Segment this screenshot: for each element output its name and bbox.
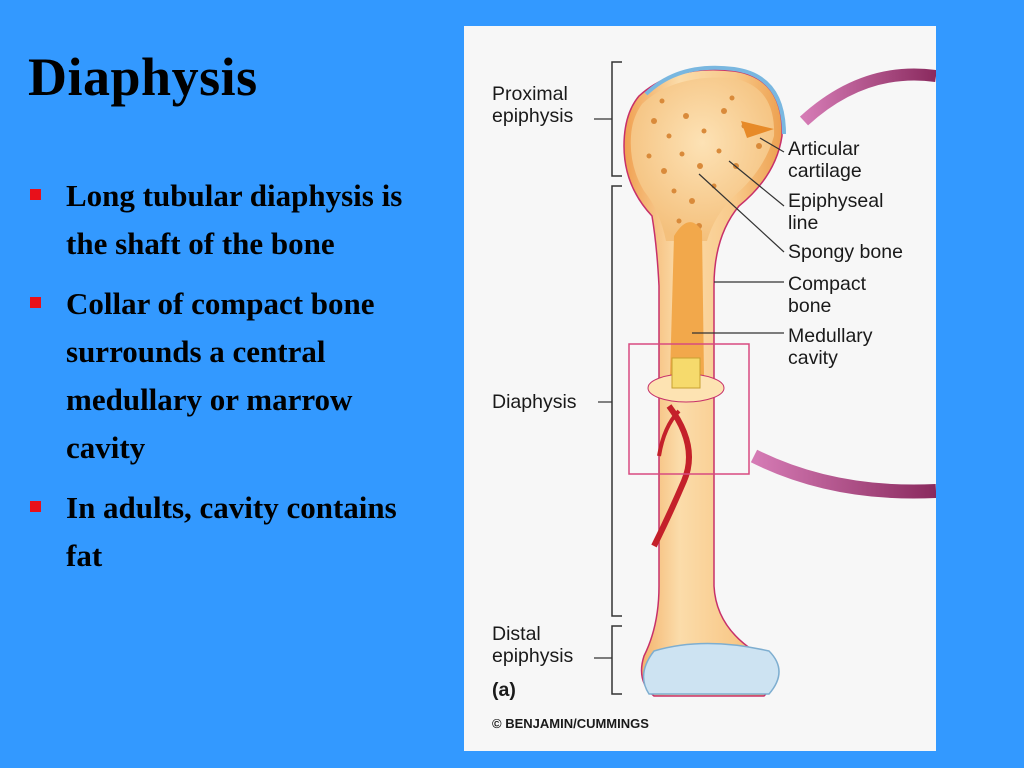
label-medullary-cavity: Medullary cavity <box>788 325 873 369</box>
bullet-text: Collar of compact bone surrounds a centr… <box>66 286 375 465</box>
label-articular-cartilage: Articular cartilage <box>788 138 862 182</box>
spongy-leader <box>698 173 785 253</box>
bone-diagram-panel: Proximal epiphysis Diaphysis Distal epip… <box>464 26 936 751</box>
lower-arrow-arc <box>750 449 936 499</box>
proximal-bracket <box>611 61 622 177</box>
distal-bracket <box>611 625 622 695</box>
bullet-square-icon <box>30 189 41 200</box>
bullet-text: In adults, cavity contains fat <box>66 490 397 573</box>
copyright-credit: © BENJAMIN/CUMMINGS <box>492 716 649 731</box>
panel-label: (a) <box>492 679 516 701</box>
bullet-item: In adults, cavity contains fat <box>28 484 428 580</box>
slide-title: Diaphysis <box>28 47 258 107</box>
cutaway-notch <box>741 121 774 138</box>
artery-branch <box>657 409 681 457</box>
bullet-square-icon <box>30 501 41 512</box>
distal-articular-cartilage <box>642 642 780 695</box>
label-epiphyseal-line: Epiphyseal line <box>788 190 884 234</box>
long-bone-illustration <box>594 61 936 697</box>
label-spongy-bone: Spongy bone <box>788 241 903 263</box>
nutrient-artery <box>651 404 692 548</box>
articular-leader <box>759 137 785 153</box>
marrow-plug <box>671 357 701 389</box>
bullet-item: Long tubular diaphysis is the shaft of t… <box>28 172 428 268</box>
articular-cartilage <box>644 65 786 135</box>
medullary-cavity <box>670 222 704 376</box>
label-distal-epiphysis: Distal epiphysis <box>492 623 574 667</box>
magnification-box <box>628 343 750 475</box>
label-proximal-epiphysis: Proximal epiphysis <box>492 83 574 127</box>
upper-arrow-arc <box>799 68 936 126</box>
bullet-list: Long tubular diaphysis is the shaft of t… <box>28 172 428 592</box>
label-diaphysis: Diaphysis <box>492 391 577 413</box>
bullet-item: Collar of compact bone surrounds a centr… <box>28 280 428 472</box>
proximal-epiphysis-spongy <box>630 77 775 241</box>
epiphyseal-leader <box>728 160 785 207</box>
bullet-square-icon <box>30 297 41 308</box>
diaphysis-bracket <box>611 185 622 617</box>
bullet-text: Long tubular diaphysis is the shaft of t… <box>66 178 403 261</box>
label-compact-bone: Compact bone <box>788 273 867 317</box>
